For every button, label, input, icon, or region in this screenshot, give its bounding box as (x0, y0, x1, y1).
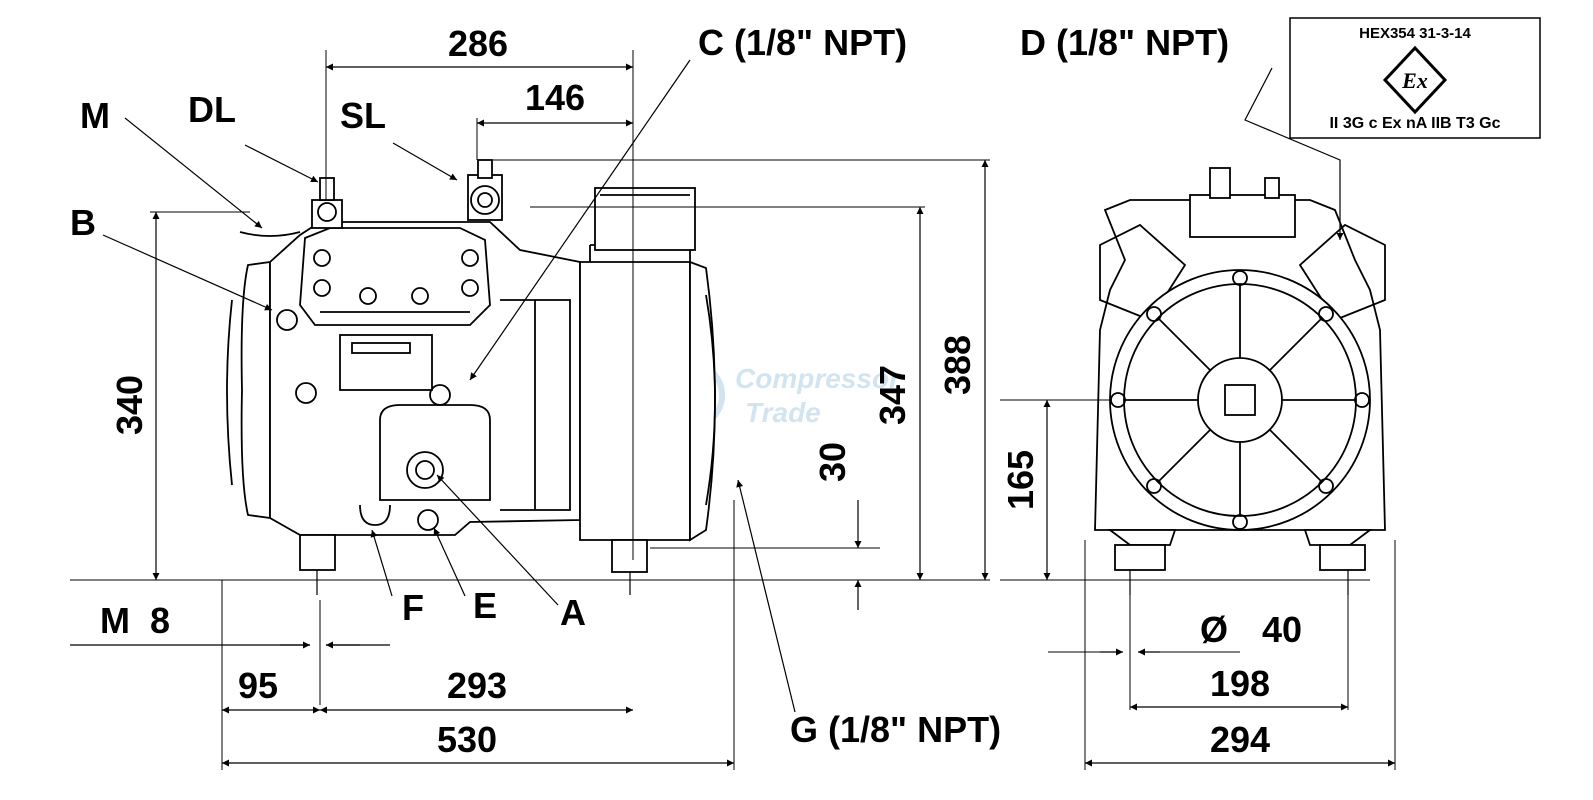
dim-198: 198 (1210, 663, 1270, 704)
label-m: M (80, 95, 110, 136)
dim-286: 286 (448, 23, 508, 64)
certification-box: HEX354 31-3-14 Ex II 3G c Ex nA IIB T3 G… (1289, 17, 1541, 139)
dim-146: 146 (525, 77, 585, 118)
port-labels: C (1/8" NPT) D (1/8" NPT) G (1/8" NPT) M… (70, 22, 1229, 750)
dim-388: 388 (937, 335, 978, 395)
cert-marking: II 3G c Ex nA IIB T3 Gc (1329, 115, 1500, 132)
watermark-line1: Compressor (735, 363, 902, 394)
leader-lines (102, 59, 1344, 713)
label-dl: DL (188, 89, 236, 130)
front-view (1094, 167, 1386, 595)
dim-347: 347 (872, 365, 913, 425)
dim-340: 340 (109, 375, 150, 435)
dim-30: 30 (812, 442, 853, 482)
dimension-labels: 286 146 340 347 388 30 165 M 8 95 293 53… (100, 23, 1302, 760)
dim-293: 293 (447, 665, 507, 706)
side-view (226, 159, 716, 595)
dim-m8: M 8 (100, 600, 170, 641)
dimension-lines (70, 50, 1396, 770)
label-b: B (70, 202, 96, 243)
label-g: G (1/8" NPT) (790, 709, 1001, 750)
label-d: D (1/8" NPT) (1020, 22, 1229, 63)
dim-95: 95 (238, 665, 278, 706)
diameter-symbol: Ø (1200, 609, 1228, 650)
dim-165: 165 (1000, 450, 1041, 510)
ex-symbol: Ex (1401, 68, 1428, 93)
label-f: F (402, 587, 424, 628)
watermark-line2: Trade (745, 397, 821, 428)
dim-530: 530 (437, 719, 497, 760)
dim-294: 294 (1210, 719, 1270, 760)
label-a: A (560, 592, 586, 633)
label-c: C (1/8" NPT) (698, 22, 907, 63)
label-sl: SL (340, 95, 386, 136)
dim-40: 40 (1262, 609, 1302, 650)
cert-code: HEX354 31-3-14 (1359, 25, 1471, 42)
label-e: E (473, 585, 497, 626)
